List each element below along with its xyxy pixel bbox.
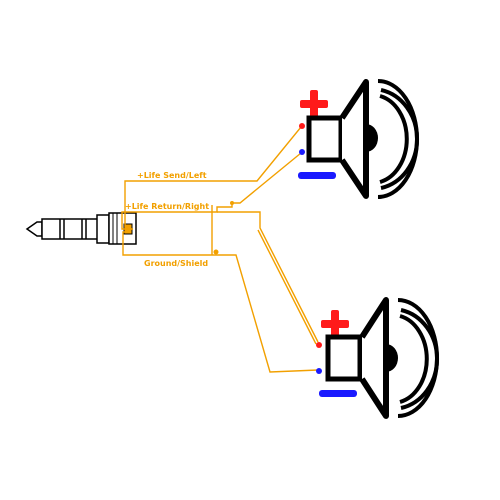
terminal-plus bbox=[299, 123, 305, 129]
terminal-minus bbox=[299, 149, 305, 155]
wire-life-return-right bbox=[121, 152, 302, 230]
minus-sign-icon bbox=[319, 390, 357, 397]
terminal-plus bbox=[316, 342, 322, 348]
terminal-minus bbox=[316, 368, 322, 374]
plus-sign-icon bbox=[321, 310, 349, 338]
wires bbox=[121, 126, 319, 373]
trs-plug-icon bbox=[25, 212, 137, 245]
speaker-icon bbox=[298, 79, 420, 199]
label-life-return: +Life Return/Right bbox=[125, 202, 209, 211]
wire-life-send-left bbox=[124, 126, 302, 228]
plus-sign-icon bbox=[300, 90, 328, 118]
wire-ground-shield bbox=[122, 231, 319, 373]
return-junction bbox=[230, 201, 234, 205]
wire-right-speaker bbox=[217, 211, 319, 343]
minus-sign-icon bbox=[298, 172, 336, 179]
label-ground: Ground/Shield bbox=[144, 259, 208, 268]
label-life-send: +Life Send/Left bbox=[137, 171, 207, 180]
ground-junction bbox=[213, 249, 219, 255]
speaker-icon bbox=[316, 297, 440, 419]
